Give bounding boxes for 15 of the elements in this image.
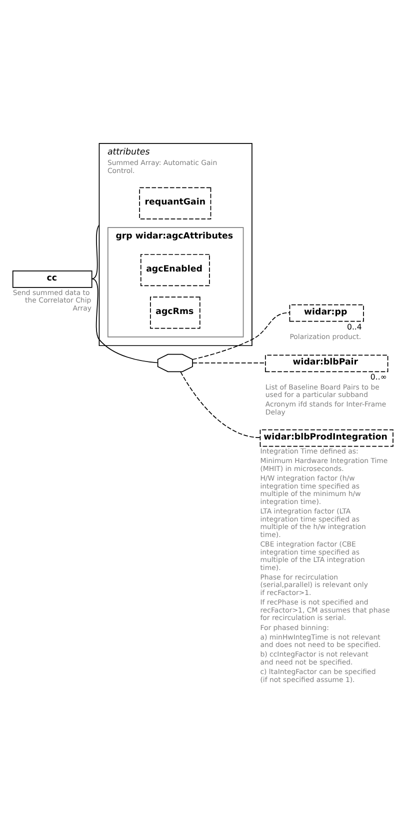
node-box: agcRms [150, 296, 200, 329]
node-box: widar:blbProdIntegration [260, 429, 394, 447]
node-box: agcEnabled [140, 254, 210, 286]
node-box: cc [12, 270, 92, 288]
node-label: 0..4 [347, 322, 362, 332]
node-octagon [157, 354, 193, 372]
connector [180, 371, 261, 438]
connector [91, 278, 158, 364]
node-box: widar:pp [289, 304, 364, 322]
connector [192, 312, 290, 360]
node-label: 0..∞ [370, 372, 387, 382]
node-box: requantGain [139, 187, 212, 220]
connector [192, 362, 266, 364]
connector [91, 224, 100, 280]
node-box: widar:blbPair [264, 354, 388, 372]
